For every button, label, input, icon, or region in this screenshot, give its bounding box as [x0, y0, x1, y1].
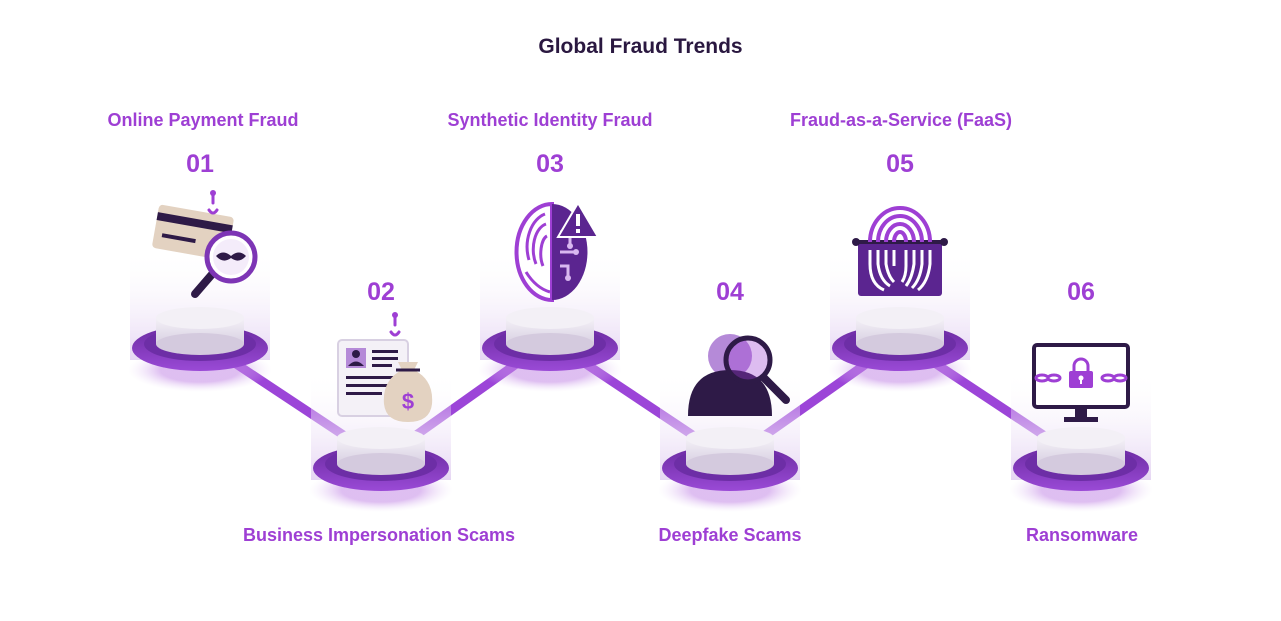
id-card-money-bag-icon: $ [337, 312, 433, 422]
locked-monitor-icon [1032, 343, 1130, 422]
step-2-label: Business Impersonation Scams [242, 525, 516, 545]
platform-4 [658, 370, 802, 512]
step-1-label: Online Payment Fraud [107, 110, 299, 130]
step-4-label: Deepfake Scams [658, 525, 802, 545]
person-magnifier-icon [688, 334, 790, 416]
platform-2 [309, 370, 453, 512]
step-6-label: Ransomware [1025, 525, 1139, 545]
credit-card-magnifier-icon [152, 190, 258, 298]
step-2-number: 02 [367, 278, 395, 306]
diagram-title: Global Fraud Trends [538, 35, 743, 58]
step-1-number: 01 [186, 150, 214, 178]
step-3-number: 03 [536, 150, 564, 178]
step-4-number: 04 [716, 278, 744, 306]
step-5-number: 05 [886, 150, 914, 178]
platform-1 [128, 250, 272, 392]
step-5-label: Fraud-as-a-Service (FaaS) [789, 110, 1013, 130]
fingerprint-card-icon [852, 206, 948, 296]
fingerprint-circuit-warning-icon [514, 201, 600, 303]
step-6-number: 06 [1067, 278, 1095, 306]
step-3-label: Synthetic Identity Fraud [447, 110, 653, 130]
platform-5 [828, 250, 972, 392]
svg-text:$: $ [402, 389, 414, 414]
